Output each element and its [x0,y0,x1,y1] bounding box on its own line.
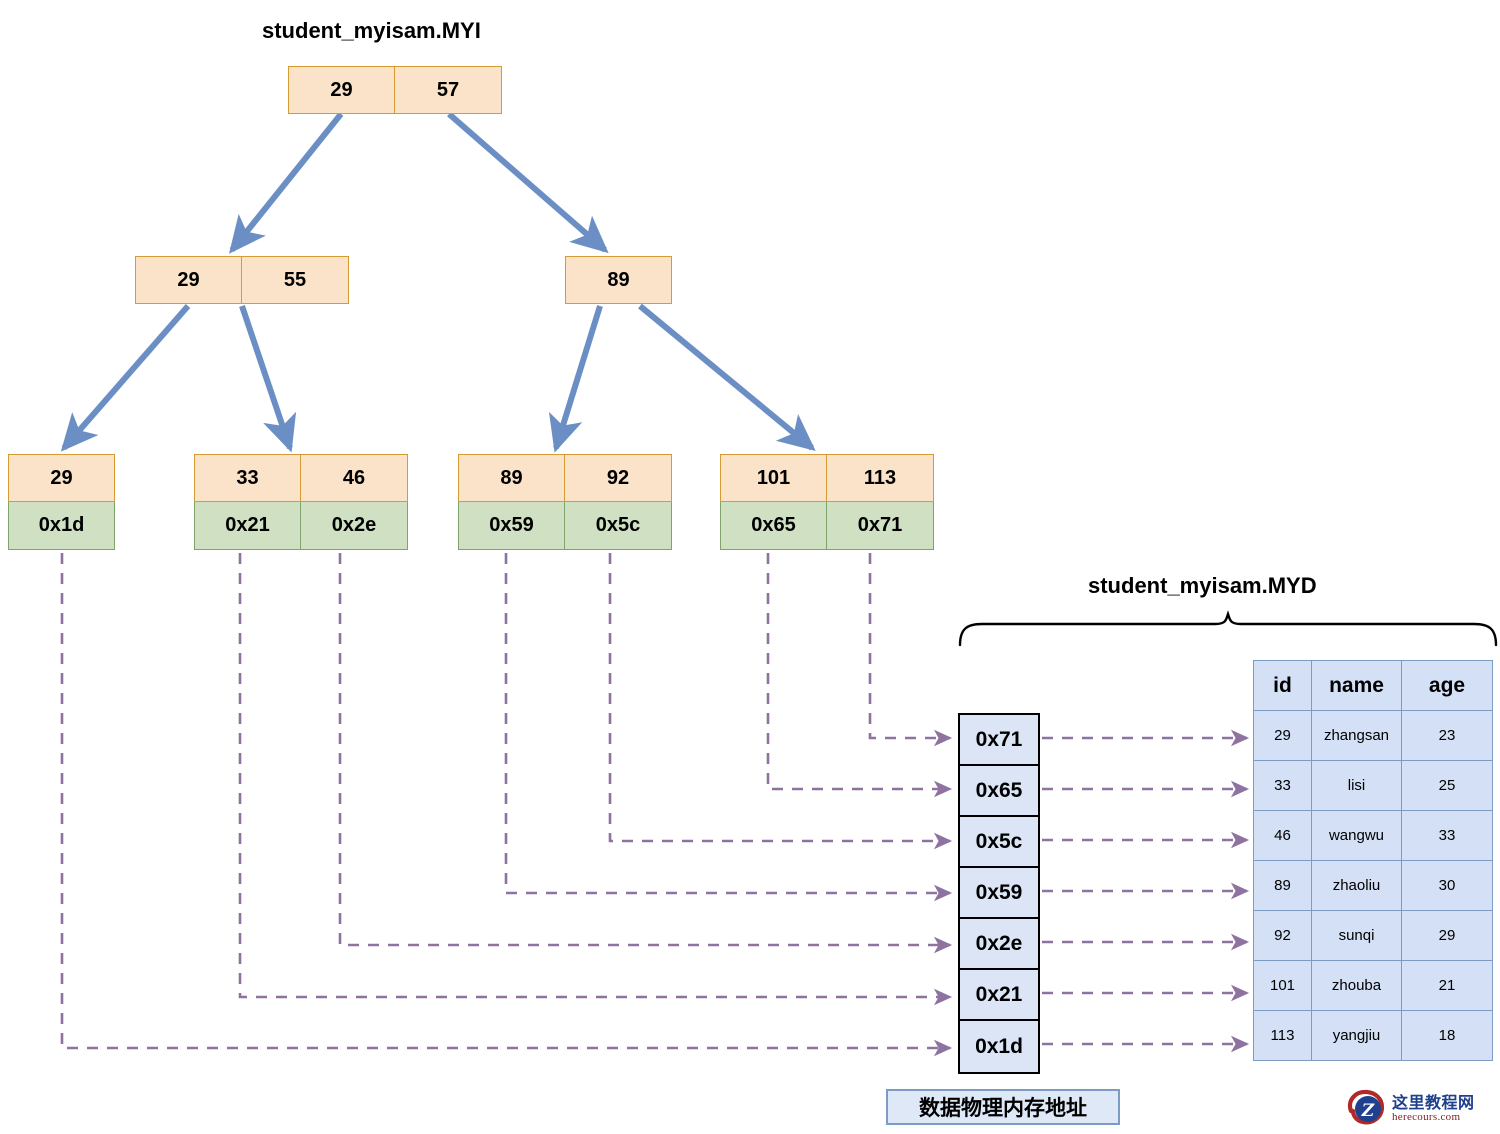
address-to-row-routes [1042,729,1250,1053]
leaf1-key-0: 33 [194,454,301,502]
internal0-key-0: 29 [135,256,242,304]
cell-age: 18 [1401,1010,1493,1061]
index-file-title: student_myisam.MYI [262,18,481,43]
address-cell-2: 0x5c [960,817,1038,868]
table-row[interactable]: 29 zhangsan 23 [1253,710,1493,761]
route-0x1d [60,553,953,1057]
leaf2-pointer-0: 0x59 [458,502,565,550]
internal0-key-1: 55 [242,256,349,304]
address-cell-5: 0x21 [960,970,1038,1021]
table-row[interactable]: 33 lisi 25 [1253,760,1493,811]
cell-name: wangwu [1311,810,1402,861]
route-0x59 [504,553,953,902]
btree-internal-node-1[interactable]: 89 [565,256,672,304]
physical-address-caption: 数据物理内存地址 [886,1089,1120,1125]
myd-brace [958,610,1498,647]
site-watermark: Z 这里教程网 herecours.com [1345,1087,1495,1131]
cell-age: 29 [1401,910,1493,961]
address-cell-0: 0x71 [960,715,1038,766]
table-row[interactable]: 46 wangwu 33 [1253,810,1493,861]
cell-id: 92 [1253,910,1312,961]
route-0x71 [868,553,953,747]
cell-id: 89 [1253,860,1312,911]
column-header-age: age [1401,660,1493,711]
cell-age: 21 [1401,960,1493,1011]
watermark-site-name: 这里教程网 [1392,1092,1475,1112]
leaf1-pointer-1: 0x2e [301,502,408,550]
watermark-logo-icon: Z [1345,1089,1387,1129]
cell-id: 33 [1253,760,1312,811]
cell-age: 23 [1401,710,1493,761]
btree-root-node[interactable]: 29 57 [288,66,502,114]
cell-id: 113 [1253,1010,1312,1061]
address-cell-1: 0x65 [960,766,1038,817]
btree-leaf-node-0[interactable]: 29 0x1d [8,454,115,550]
cell-id: 29 [1253,710,1312,761]
column-header-name: name [1311,660,1402,711]
leaf1-key-1: 46 [301,454,408,502]
svg-text:Z: Z [1361,1101,1375,1121]
address-cell-6: 0x1d [960,1021,1038,1072]
btree-internal-node-0[interactable]: 29 55 [135,256,349,304]
root-key-1: 57 [395,66,502,114]
leaf1-pointer-0: 0x21 [194,502,301,550]
table-row[interactable]: 101 zhouba 21 [1253,960,1493,1011]
cell-name: zhouba [1311,960,1402,1011]
leaf0-key-0: 29 [8,454,115,502]
leaf3-pointer-0: 0x65 [720,502,827,550]
data-file-title: student_myisam.MYD [1088,573,1317,598]
route-0x65 [766,553,953,798]
route-0x5c [608,553,953,850]
cell-name: zhangsan [1311,710,1402,761]
route-0x2e [338,553,953,954]
cell-id: 46 [1253,810,1312,861]
cell-age: 33 [1401,810,1493,861]
table-row[interactable]: 92 sunqi 29 [1253,910,1493,961]
table-header-row: id name age [1253,660,1493,711]
leaf3-key-1: 113 [827,454,934,502]
leaf3-key-0: 101 [720,454,827,502]
btree-leaf-node-2[interactable]: 89 92 0x59 0x5c [458,454,672,550]
internal1-key-0: 89 [565,256,672,304]
pointer-routes [60,553,953,1057]
route-0x21 [238,553,953,1006]
cell-name: yangjiu [1311,1010,1402,1061]
cell-name: sunqi [1311,910,1402,961]
address-cell-4: 0x2e [960,919,1038,970]
btree-leaf-node-1[interactable]: 33 46 0x21 0x2e [194,454,408,550]
physical-address-column[interactable]: 0x71 0x65 0x5c 0x59 0x2e 0x21 0x1d [958,713,1040,1074]
leaf2-pointer-1: 0x5c [565,502,672,550]
cell-id: 101 [1253,960,1312,1011]
column-header-id: id [1253,660,1312,711]
cell-name: lisi [1311,760,1402,811]
table-row[interactable]: 113 yangjiu 18 [1253,1010,1493,1061]
leaf2-key-1: 92 [565,454,672,502]
btree-leaf-node-3[interactable]: 101 113 0x65 0x71 [720,454,934,550]
myd-data-table[interactable]: id name age 29 zhangsan 23 33 lisi 25 46… [1253,660,1493,1061]
cell-age: 30 [1401,860,1493,911]
leaf2-key-0: 89 [458,454,565,502]
address-cell-3: 0x59 [960,868,1038,919]
cell-age: 25 [1401,760,1493,811]
watermark-domain: herecours.com [1392,1110,1461,1123]
leaf0-pointer-0: 0x1d [8,502,115,550]
table-row[interactable]: 89 zhaoliu 30 [1253,860,1493,911]
cell-name: zhaoliu [1311,860,1402,911]
leaf3-pointer-1: 0x71 [827,502,934,550]
root-key-0: 29 [288,66,395,114]
